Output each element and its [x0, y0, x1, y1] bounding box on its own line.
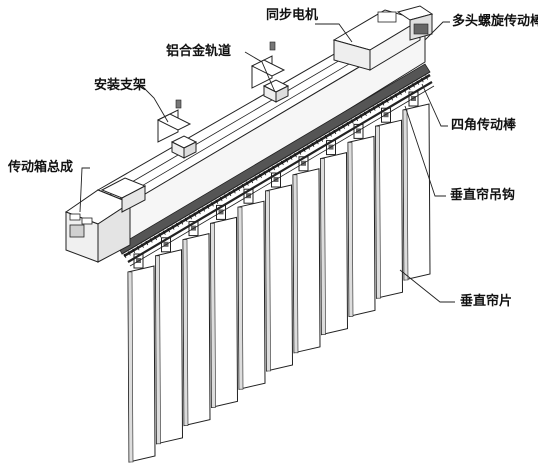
screw-thread — [302, 147, 306, 153]
slat-edge — [375, 125, 381, 299]
screw-thread — [197, 209, 201, 215]
label-multi-screw-rod: 多头螺旋传动棒 — [452, 14, 538, 29]
screw-thread — [149, 238, 153, 243]
screw-thread — [206, 204, 210, 210]
screw-thread — [355, 116, 359, 122]
screw-thread — [346, 121, 350, 127]
slat-edge — [210, 223, 216, 408]
label-mount-bracket: 安装支架 — [94, 78, 147, 93]
label-gearbox-assembly: 传动箱总成 — [8, 160, 74, 175]
slat-edge — [182, 239, 189, 426]
screw-thread — [162, 230, 166, 235]
screw-thread — [364, 111, 367, 116]
slat-edge — [347, 142, 354, 317]
screw-thread — [263, 171, 267, 176]
screw-thread — [232, 189, 236, 194]
screw-thread — [224, 194, 227, 199]
screw-thread — [145, 240, 149, 246]
screw-thread — [141, 243, 144, 248]
screw-thread — [267, 168, 271, 173]
screw-thread — [394, 93, 398, 98]
screw-thread — [158, 233, 162, 238]
screw-thread — [407, 85, 411, 91]
slat-edge — [402, 109, 409, 281]
screw-thread — [250, 178, 254, 184]
screw-thread — [350, 119, 354, 124]
screw-thread — [237, 186, 241, 191]
screw-thread — [412, 83, 415, 88]
screw-thread — [333, 129, 337, 135]
screw-thread — [202, 207, 206, 212]
screw-thread — [425, 75, 428, 80]
screw-thread — [167, 227, 171, 233]
screw-thread — [399, 90, 402, 96]
screw-thread — [259, 173, 262, 179]
screw-thread — [180, 220, 184, 225]
screw-thread — [184, 217, 188, 222]
screw-thread — [403, 88, 407, 93]
multi-screw-drive-rod — [123, 73, 431, 259]
screw-thread — [128, 251, 131, 256]
screw-thread — [377, 103, 380, 109]
screw-thread — [276, 163, 280, 168]
hook-clip — [136, 258, 141, 263]
screw-thread — [420, 77, 424, 83]
screw-thread — [123, 253, 127, 259]
screw-thread — [211, 202, 214, 207]
screw-thread — [329, 132, 332, 137]
screw-thread — [285, 158, 289, 163]
screw-thread — [324, 134, 328, 140]
slat-edge — [127, 271, 134, 463]
screw-thread — [337, 127, 341, 132]
label-vertical-slat: 垂直帘片 — [460, 294, 513, 309]
screw-thread — [298, 150, 302, 155]
mount-bracket-2 — [250, 41, 290, 103]
gearbox-assembly — [64, 177, 147, 263]
leader-lines — [79, 21, 455, 303]
screw-thread — [241, 184, 245, 189]
label-aluminum-track: 铝合金轨道 — [166, 44, 232, 59]
slat-edge — [320, 158, 326, 335]
screw-thread — [193, 212, 197, 217]
screw-thread — [219, 196, 223, 202]
screw-thread — [390, 96, 394, 101]
slat-edge — [292, 174, 299, 354]
screw-thread — [385, 98, 389, 104]
slat-edge — [265, 190, 271, 372]
screw-thread — [281, 160, 284, 166]
screw-thread — [171, 225, 175, 230]
screw-thread — [254, 176, 258, 181]
screw-thread — [311, 142, 315, 147]
screw-thread — [315, 140, 319, 145]
screw-thread — [289, 155, 293, 160]
mount-bracket — [156, 99, 198, 159]
screw-thread — [307, 145, 310, 150]
screw-thread — [215, 199, 219, 204]
screw-thread — [320, 137, 324, 142]
square-drive-rod — [127, 81, 435, 267]
screw-thread — [136, 246, 140, 251]
screw-thread — [359, 114, 363, 119]
screw-thread — [246, 181, 249, 186]
slat-edge — [155, 255, 161, 445]
screw-thread — [176, 222, 179, 228]
slat-edge — [237, 206, 244, 390]
screw-thread — [372, 106, 376, 111]
screw-thread — [294, 152, 297, 158]
screw-thread — [272, 165, 275, 171]
label-square-rod: 四角传动棒 — [451, 118, 517, 133]
screw-thread — [132, 248, 136, 254]
label-sync-motor: 同步电机 — [266, 8, 319, 23]
screw-thread — [342, 124, 345, 129]
screw-thread — [189, 215, 192, 220]
label-vertical-hook: 垂直帘吊钩 — [450, 188, 516, 203]
sync-motor — [332, 5, 434, 71]
vertical-slats — [127, 103, 431, 463]
screw-thread — [381, 101, 385, 106]
screw-thread — [228, 191, 232, 197]
screw-thread — [416, 80, 420, 85]
screw-thread — [154, 235, 157, 241]
screw-thread — [368, 109, 372, 114]
